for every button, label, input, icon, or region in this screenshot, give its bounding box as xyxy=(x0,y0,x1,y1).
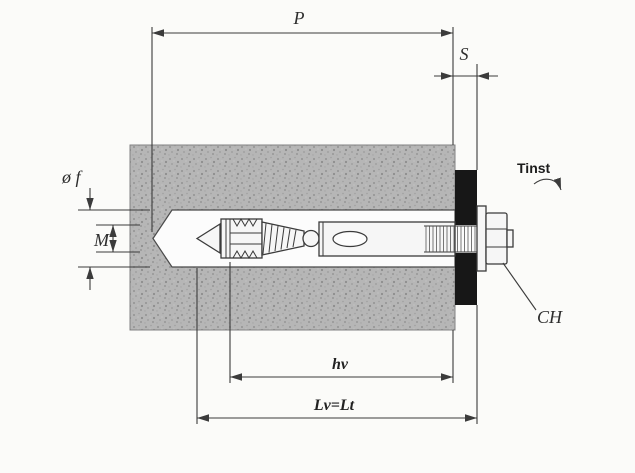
dimension-p-label: P xyxy=(293,8,305,28)
expansion-ball xyxy=(302,229,320,248)
dimension-m: M xyxy=(93,224,140,253)
ch-annotation: CH xyxy=(502,262,563,327)
tinst-label: Tinst xyxy=(517,160,551,176)
ch-label: CH xyxy=(537,307,563,327)
dimension-lv-lt: Lv=Lt xyxy=(197,397,477,422)
thread-taper-coils xyxy=(262,223,297,255)
clip-teeth-top xyxy=(232,217,258,228)
extension-lines xyxy=(151,27,478,424)
dimension-diameter-f: ø f xyxy=(61,167,150,290)
dimension-hv-label: hv xyxy=(332,356,349,373)
washer xyxy=(476,205,487,272)
dimension-m-label: M xyxy=(93,230,110,250)
anchor-assembly xyxy=(195,205,514,272)
dimension-p: P xyxy=(152,8,453,37)
anchor-cone xyxy=(195,222,221,255)
bolt-end xyxy=(506,229,514,248)
clip-detail-lines xyxy=(225,219,262,258)
threaded-rod-hatch xyxy=(425,226,476,252)
bolt-through-plate xyxy=(455,225,477,253)
expansion-clip xyxy=(220,218,263,259)
dimension-hv: hv xyxy=(230,356,453,381)
clip-teeth-bottom xyxy=(232,249,258,260)
dimension-s-label: S xyxy=(460,44,469,64)
dimension-diameter-f-label: ø f xyxy=(61,167,84,187)
hex-nut-facets xyxy=(486,228,507,248)
sleeve-slot xyxy=(332,230,368,248)
hex-nut xyxy=(485,212,508,265)
ch-leader-line xyxy=(502,262,537,311)
torque-arrow-icon xyxy=(533,177,562,191)
dimension-s: S xyxy=(434,44,498,80)
torque-annotation: Tinst xyxy=(517,160,562,191)
dimension-lv-lt-label: Lv=Lt xyxy=(313,397,355,414)
